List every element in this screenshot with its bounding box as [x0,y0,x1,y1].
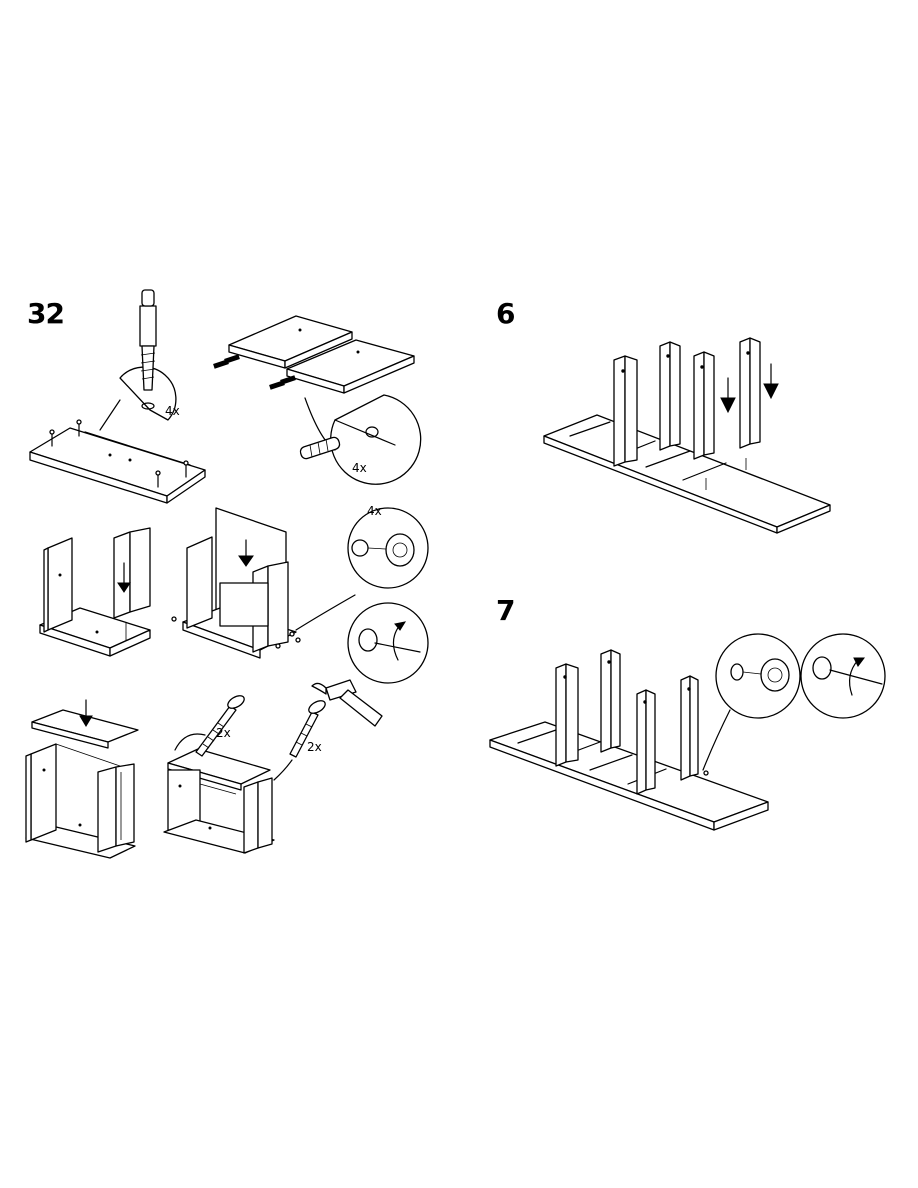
frame-add-top-panel [26,700,138,858]
nail-quantity: 2x [216,726,231,740]
cam-bolt-quantity: 4x [165,404,180,418]
frame-insert-back-panel [172,508,300,658]
cam-lock-quantity: 4x [367,504,382,518]
panel-bottom-with-cam-bolts [30,420,205,503]
cam-lock-detail [296,508,428,683]
dowel-quantity: 4x [352,461,367,475]
nail-hammer-quantity: 2x [307,740,322,754]
step7-cam-lock-detail [703,634,885,770]
side-panels-with-dowels [214,316,414,393]
frame-with-nails [164,749,274,853]
frame-add-side-panel [40,528,150,656]
step6-base-with-dividers [544,338,830,533]
nail-icon [175,693,246,756]
